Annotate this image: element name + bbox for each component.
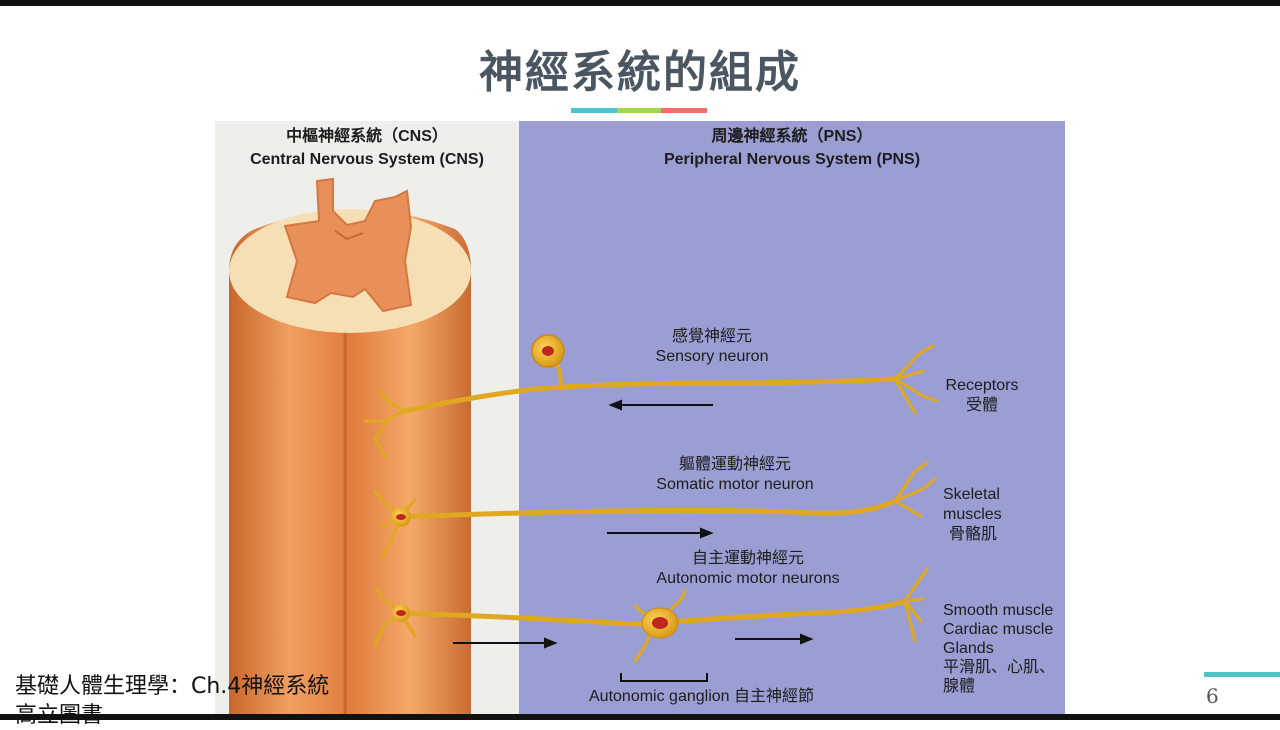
autonomic-ganglion-label: Autonomic ganglion 自主神經節 xyxy=(589,688,814,705)
pns-header-en: Peripheral Nervous System (PNS) xyxy=(663,151,921,168)
pns-header: 周邊神經系統（PNS） Peripheral Nervous System (P… xyxy=(519,125,1065,171)
somatic-motor-neuron-label: 軀體運動神經元 Somatic motor neuron xyxy=(656,456,814,493)
smooth-cardiac-glands-label: Smooth muscle Cardiac muscle Glands 平滑肌、… xyxy=(943,602,1056,695)
top-border xyxy=(0,0,1280,6)
title-accent-green xyxy=(617,108,661,113)
sensory-neuron xyxy=(363,344,939,459)
cns-header-zh: 中樞神經系統（CNS） xyxy=(286,128,448,145)
bottom-border xyxy=(0,714,1280,720)
nervous-system-figure: 中樞神經系統（CNS） Central Nervous System (CNS)… xyxy=(215,121,1065,715)
direction-arrows xyxy=(453,399,814,682)
sensory-neuron-label: 感覺神經元 Sensory neuron xyxy=(655,328,769,365)
pns-header-zh: 周邊神經系統（PNS） xyxy=(711,128,873,145)
page-number: 6 xyxy=(1206,684,1219,708)
slide-title: 神經系統的組成 xyxy=(479,47,801,98)
title-accent-red xyxy=(661,108,707,113)
neuron-illustration xyxy=(229,177,939,715)
autonomic-motor-neurons-label: 自主運動神經元 Autonomic motor neurons xyxy=(656,550,840,587)
skeletal-muscles-label: Skeletal muscles 骨骼肌 xyxy=(943,486,1002,543)
spinal-cord xyxy=(229,177,471,715)
title-accent-teal xyxy=(571,108,617,113)
cns-header-en: Central Nervous System (CNS) xyxy=(250,151,484,168)
footer-line-1: 基礎人體生理學：Ch.4神經系統 xyxy=(15,674,330,699)
receptors-label: Receptors 受體 xyxy=(945,377,1019,414)
cns-header: 中樞神經系統（CNS） Central Nervous System (CNS) xyxy=(215,125,519,171)
page-number-accent xyxy=(1204,672,1280,677)
footer-source: 基礎人體生理學：Ch.4神經系統 高立圖書 xyxy=(15,672,375,730)
somatic-motor-neuron xyxy=(373,461,937,559)
